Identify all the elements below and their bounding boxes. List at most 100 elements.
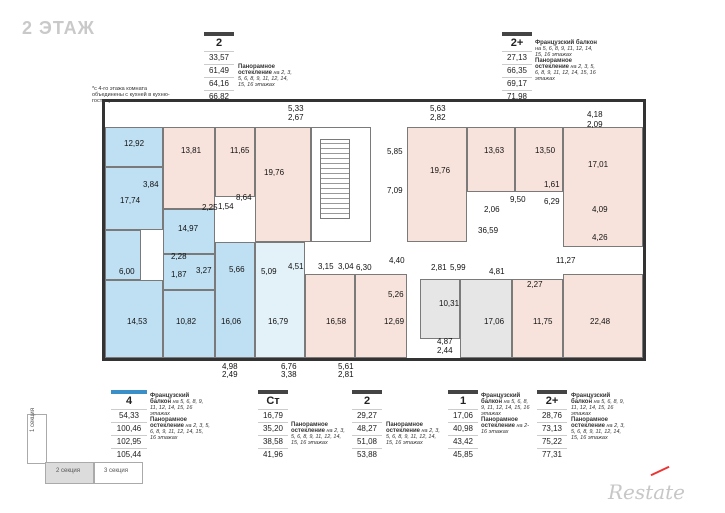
apartment-type: 2+ bbox=[510, 37, 524, 49]
area-value: 66,82 bbox=[204, 90, 234, 103]
apartment-box-4[interactable]: 4 54,33 100,46 102,95 105,44 bbox=[111, 390, 147, 461]
apartment-box-2-top[interactable]: 2 33,57 61,49 64,16 66,82 bbox=[204, 32, 234, 103]
room-area-label: 2,81 bbox=[338, 370, 354, 379]
area-value: 29,27 bbox=[352, 409, 382, 422]
area-value: 77,31 bbox=[537, 448, 567, 461]
area-value: 102,95 bbox=[111, 435, 147, 448]
room-area-label: 2,27 bbox=[527, 280, 543, 289]
room-area-label: 17,06 bbox=[484, 317, 505, 326]
apartment-box-studio[interactable]: Ст 16,79 35,20 38,58 41,96 bbox=[258, 390, 288, 461]
room-area-label: 4,98 bbox=[222, 362, 238, 371]
area-value: 53,88 bbox=[352, 448, 382, 461]
room-area-label: 12,92 bbox=[124, 139, 145, 148]
room-area-label: 5,66 bbox=[229, 265, 245, 274]
room-13-63[interactable] bbox=[467, 127, 515, 192]
room-19-76-right[interactable] bbox=[407, 127, 467, 242]
room-area-label: 2,82 bbox=[430, 113, 446, 122]
section-1-block[interactable] bbox=[27, 414, 47, 464]
room-13-81[interactable] bbox=[163, 127, 215, 209]
room-area-label: 5,99 bbox=[450, 263, 466, 272]
section-1-label: 1 секция bbox=[30, 407, 36, 432]
area-value: 16,79 bbox=[258, 409, 288, 422]
apartment-note-1: Французский балкон на 5, 6, 8, 9, 11, 12… bbox=[481, 393, 530, 435]
floor-title: 2 ЭТАЖ bbox=[22, 18, 95, 38]
room-area-label: 13,50 bbox=[535, 146, 556, 155]
room-area-label: 7,09 bbox=[387, 186, 403, 195]
room-17-06[interactable] bbox=[460, 279, 512, 358]
room-area-label: 5,33 bbox=[288, 104, 304, 113]
room-area-label: 4,18 bbox=[587, 110, 603, 119]
room-11-75[interactable] bbox=[512, 279, 563, 358]
room-area-label: 8,64 bbox=[236, 193, 252, 202]
room-16-79[interactable] bbox=[255, 242, 305, 358]
area-value: 40,98 bbox=[448, 422, 478, 435]
room-16-58[interactable] bbox=[305, 274, 355, 358]
logo-mark bbox=[650, 465, 670, 477]
room-area-label: 1,54 bbox=[218, 202, 234, 211]
room-area-label: 5,09 bbox=[261, 267, 277, 276]
room-6-00[interactable] bbox=[105, 230, 141, 280]
apartment-note-2plus-bottom: Французский балкон на 5, 6, 8, 9, 11, 12… bbox=[571, 393, 625, 441]
apartment-type: 2+ bbox=[545, 395, 559, 407]
room-10-82[interactable] bbox=[163, 290, 215, 358]
room-area-label: 36,59 bbox=[478, 226, 499, 235]
area-value: 75,22 bbox=[537, 435, 567, 448]
room-17-01[interactable] bbox=[563, 127, 643, 247]
section-2-label: 2 секция bbox=[56, 468, 81, 474]
room-area-label: 13,81 bbox=[181, 146, 202, 155]
apartment-type: 2 bbox=[215, 37, 223, 49]
room-area-label: 4,40 bbox=[389, 256, 405, 265]
room-14-97[interactable] bbox=[163, 209, 215, 254]
apartment-box-1[interactable]: 1 17,06 40,98 43,42 45,85 bbox=[448, 390, 478, 461]
area-value: 69,17 bbox=[502, 77, 532, 90]
room-area-label: 2,81 bbox=[431, 263, 447, 272]
area-value: 41,96 bbox=[258, 448, 288, 461]
room-area-label: 10,82 bbox=[176, 317, 197, 326]
room-area-label: 4,87 bbox=[437, 337, 453, 346]
room-area-label: 4,09 bbox=[592, 205, 608, 214]
room-area-label: 1,87 bbox=[171, 270, 187, 279]
room-area-label: 1,61 bbox=[544, 180, 560, 189]
room-area-label: 3,15 bbox=[318, 262, 334, 271]
room-area-label: 3,27 bbox=[196, 266, 212, 275]
area-value: 48,27 bbox=[352, 422, 382, 435]
room-2-28[interactable] bbox=[163, 254, 215, 290]
room-area-label: 2,44 bbox=[437, 346, 453, 355]
room-10-31[interactable] bbox=[420, 279, 460, 339]
room-16-06[interactable] bbox=[215, 242, 255, 358]
room-area-label: 19,76 bbox=[264, 168, 285, 177]
room-22-48[interactable] bbox=[563, 274, 643, 358]
room-area-label: 19,76 bbox=[430, 166, 451, 175]
apartment-box-2-bottom[interactable]: 2 29,27 48,27 51,08 53,88 bbox=[352, 390, 382, 461]
area-value: 17,06 bbox=[448, 409, 478, 422]
area-value: 64,16 bbox=[204, 77, 234, 90]
room-area-label: 2,67 bbox=[288, 113, 304, 122]
apartment-box-2plus-top[interactable]: 2+ 27,13 66,35 69,17 71,98 bbox=[502, 32, 532, 103]
room-14-53[interactable] bbox=[105, 280, 163, 358]
room-area-label: 5,85 bbox=[387, 147, 403, 156]
apartment-note-4: Французский балкон на 5, 6, 8, 9, 11, 12… bbox=[150, 393, 210, 441]
area-value: 71,98 bbox=[502, 90, 532, 103]
room-17-74[interactable] bbox=[105, 167, 163, 230]
room-area-label: 2,49 bbox=[222, 370, 238, 379]
room-area-label: 17,74 bbox=[120, 196, 141, 205]
area-value: 73,13 bbox=[537, 422, 567, 435]
room-area-label: 3,04 bbox=[338, 262, 354, 271]
room-13-50[interactable] bbox=[515, 127, 563, 192]
staircase bbox=[320, 139, 350, 219]
area-value: 45,85 bbox=[448, 448, 478, 461]
room-area-label: 17,01 bbox=[588, 160, 609, 169]
room-11-65[interactable] bbox=[215, 127, 255, 197]
room-12-69[interactable] bbox=[355, 274, 407, 358]
apartment-note-studio: Панорамное остекление на 2, 3, 5, 6, 8, … bbox=[291, 422, 345, 446]
room-12-92[interactable] bbox=[105, 127, 163, 167]
apartment-box-2plus-bottom[interactable]: 2+ 28,76 73,13 75,22 77,31 bbox=[537, 390, 567, 461]
room-area-label: 5,63 bbox=[430, 104, 446, 113]
apartment-note-2plus-top: Французский балкон на 5, 6, 8, 9, 11, 12… bbox=[535, 40, 597, 82]
area-value: 27,13 bbox=[502, 51, 532, 64]
section-3-block[interactable] bbox=[93, 462, 143, 484]
room-19-76-left[interactable] bbox=[255, 127, 311, 242]
section-2-block[interactable] bbox=[45, 462, 95, 484]
area-value: 105,44 bbox=[111, 448, 147, 461]
room-area-label: 6,30 bbox=[356, 263, 372, 272]
